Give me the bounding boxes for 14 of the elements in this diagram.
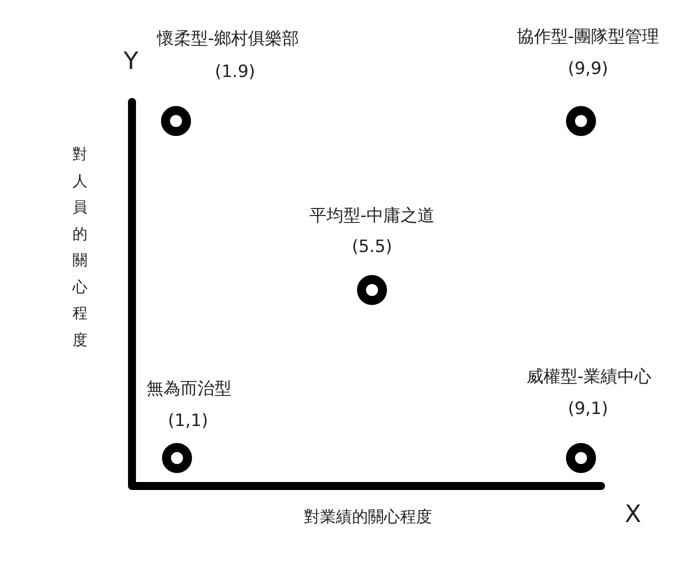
coordinate-label: (9,9) <box>568 60 608 80</box>
style-label: 協作型-團隊型管理 <box>516 28 660 48</box>
axis-title: 對人員的關心程度 <box>72 144 88 350</box>
axis-letter: X <box>624 501 642 529</box>
coordinate-label: (5.5) <box>352 238 392 258</box>
style-label: 威權型-業績中心 <box>526 368 652 388</box>
coordinate-label: (1,1) <box>168 412 208 432</box>
style-label: 懷柔型-鄉村俱樂部 <box>156 30 300 50</box>
coordinate-label: (1.9) <box>214 63 256 83</box>
style-label: 無為而治型 <box>146 380 232 400</box>
axis-letter: Y <box>124 48 138 76</box>
style-label: 平均型-中庸之道 <box>309 207 435 227</box>
axis-title: 對業績的關心程度 <box>304 508 432 526</box>
coordinate-label: (9,1) <box>568 400 608 420</box>
